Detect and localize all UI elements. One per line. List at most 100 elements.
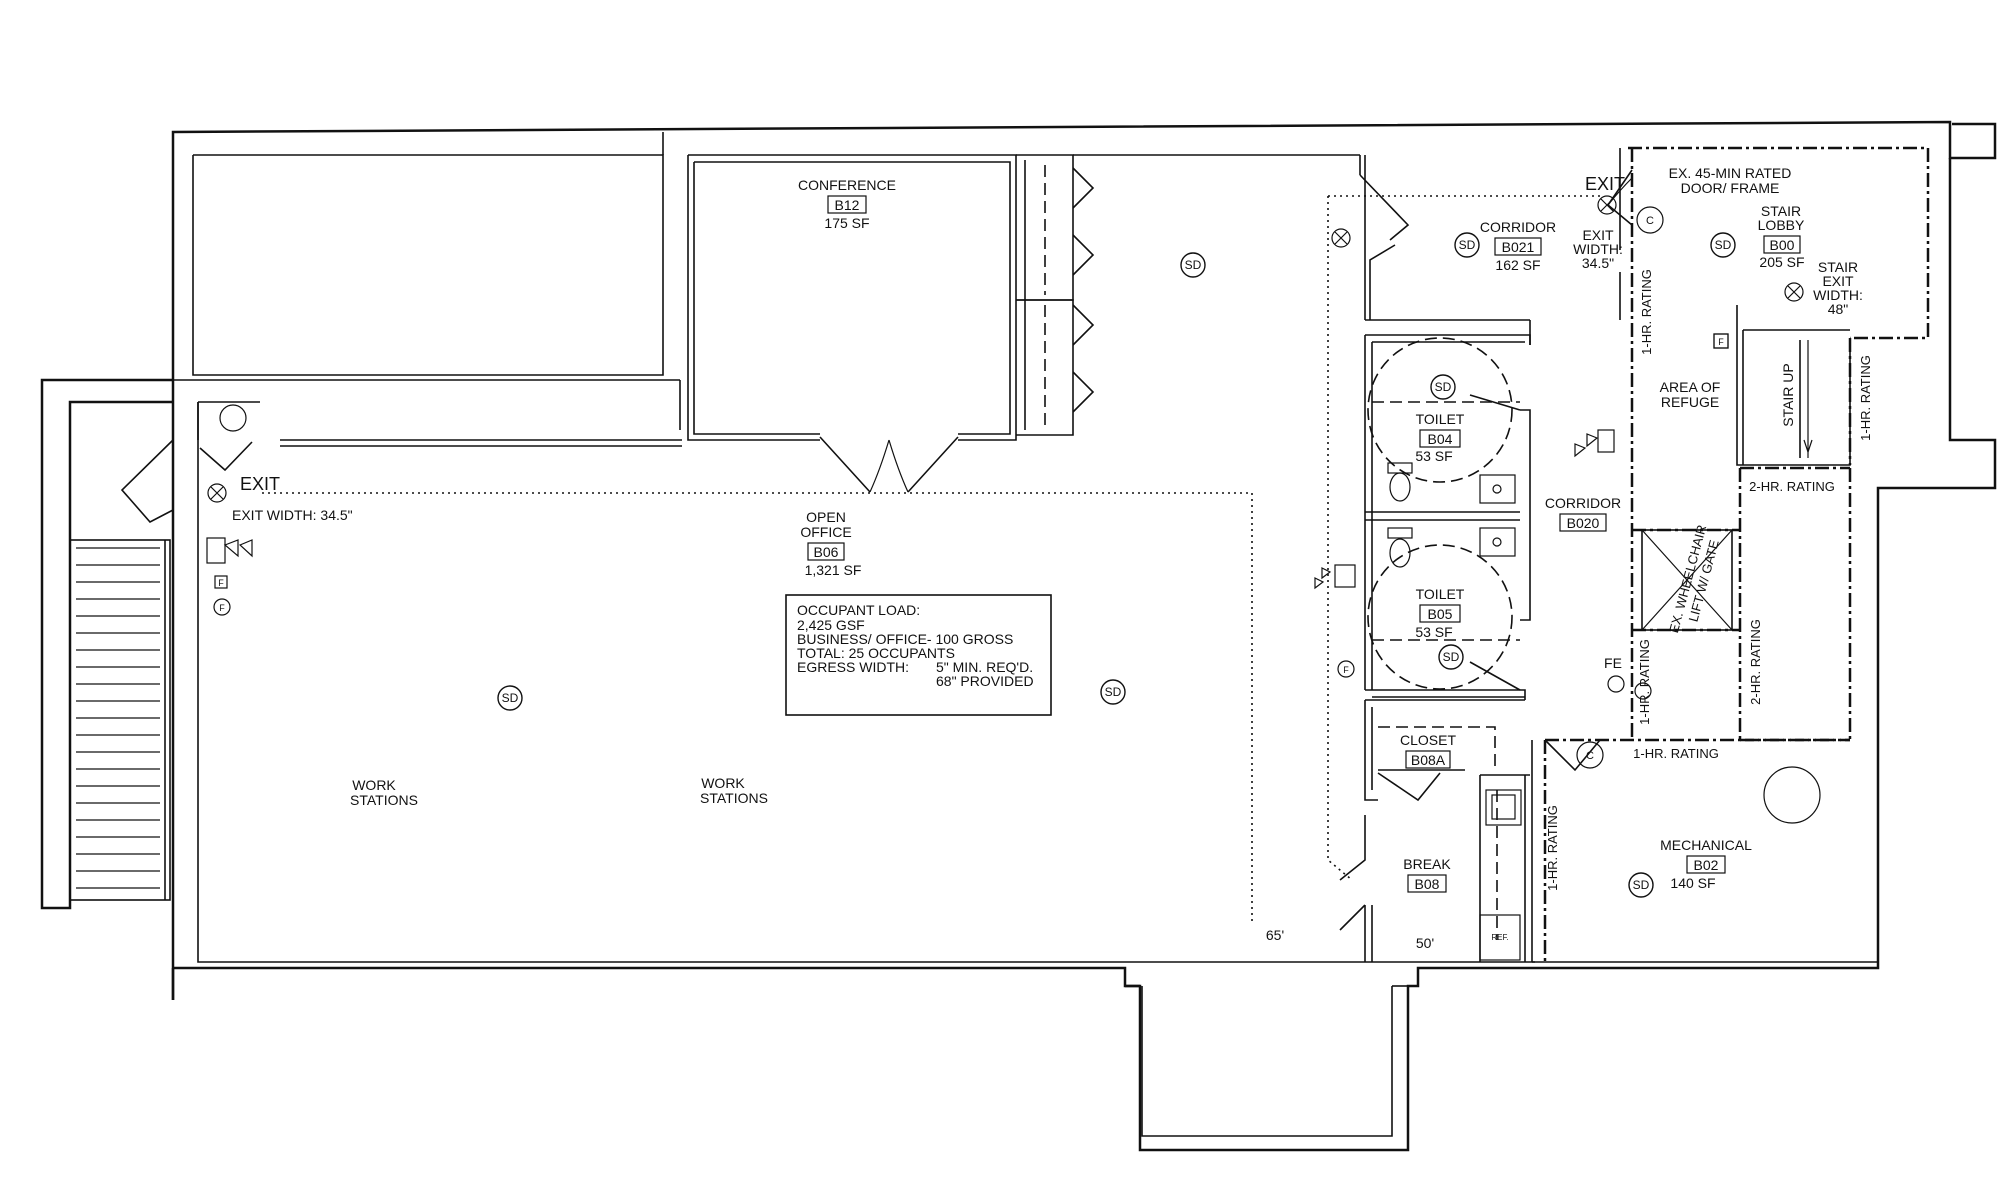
exit-sign-icon (1331, 228, 1351, 248)
open-office-name2: OFFICE (800, 524, 851, 540)
stair-lobby-name2: LOBBY (1758, 217, 1805, 233)
smoke-detector: SD (1180, 252, 1206, 278)
svg-text:SD: SD (1443, 650, 1460, 664)
occupant-load-box (785, 594, 1052, 716)
rating-1hr-stair: 1-HR. RATING (1858, 355, 1873, 441)
corridor-b021-tag (1494, 237, 1542, 256)
corridor-exit-sign: EXIT (1585, 174, 1625, 194)
storage-closets (1016, 154, 1360, 436)
conference-name: CONFERENCE (798, 177, 896, 193)
stair-lobby-name1: STAIR (1761, 203, 1801, 219)
toilet-b05-area: 53 SF (1415, 624, 1452, 640)
refuge-circle-icon (1634, 682, 1652, 700)
stair-lobby-tag (1763, 235, 1801, 254)
svg-text:F: F (219, 603, 225, 613)
corridor-b021-number: B021 (1502, 239, 1535, 255)
stair-up-label: STAIR UP (1780, 363, 1796, 427)
corridor-b021-area: 162 SF (1495, 257, 1540, 273)
smoke-detector: SD (497, 685, 523, 711)
work-stations-east-line1: WORK (701, 775, 745, 791)
fire-extinguisher-label: FE (1604, 655, 1622, 671)
closet-number: B08A (1411, 752, 1446, 768)
life-safety-symbols: F F F F C C (207, 195, 1804, 762)
mechanical-tag (1686, 855, 1726, 874)
break-name: BREAK (1403, 856, 1451, 872)
area-of-refuge-line2: REFUGE (1661, 394, 1719, 410)
corridor-b020-number: B020 (1567, 515, 1600, 531)
smoke-detectors: SD SD SD SD SD SD SD SD (497, 232, 1736, 898)
stair-lobby-number: B00 (1770, 237, 1795, 253)
fire-alarm-icon: F (214, 575, 228, 589)
stair-lobby-b00 (1606, 146, 1930, 740)
mechanical-b02 (1532, 675, 1878, 963)
svg-text:SD: SD (1633, 878, 1650, 892)
stair-exit-line3: WIDTH: (1813, 287, 1863, 303)
break-number: B08 (1415, 876, 1440, 892)
svg-text:SD: SD (502, 691, 519, 705)
corridor-b020-name: CORRIDOR (1545, 495, 1621, 511)
labels: CONFERENCE B12 175 SF CORRIDOR B021 162 … (232, 165, 1873, 951)
fire-alarm-icon: F (1337, 660, 1355, 678)
occupant-load-line6: 68" PROVIDED (936, 673, 1034, 689)
svg-text:F: F (218, 578, 224, 588)
svg-text:SD: SD (1435, 380, 1452, 394)
rating-2hr-top: 2-HR. RATING (1749, 479, 1835, 494)
toilet-b05-name: TOILET (1416, 586, 1465, 602)
svg-text:SD: SD (1105, 685, 1122, 699)
open-office-tag (807, 542, 845, 561)
svg-text:F: F (1343, 665, 1349, 675)
exit-sign-icon (1597, 195, 1617, 215)
stair-exit-line1: STAIR (1818, 259, 1858, 275)
exit-sign-icon (207, 483, 227, 503)
door-closer-icon: C (1586, 750, 1594, 762)
work-stations-west-line1: WORK (352, 777, 396, 793)
svg-text:F: F (1718, 337, 1724, 347)
stair-lobby-area: 205 SF (1759, 254, 1804, 270)
conference-tag (827, 195, 867, 214)
smoke-detector: SD (1430, 374, 1456, 400)
exit-sign-icon (1784, 282, 1804, 302)
corridor-exit-line2: WIDTH: (1573, 241, 1623, 257)
toilet-b05-number: B05 (1428, 606, 1453, 622)
open-office-area: 1,321 SF (805, 562, 862, 578)
rating-1hr-break: 1-HR. RATING (1545, 805, 1560, 891)
fire-alarm-icon: F (213, 598, 231, 616)
strobe-icon (1574, 429, 1615, 458)
exterior-walls (40, 120, 1997, 1152)
core-walls (262, 155, 1600, 925)
corridor-exit-line3: 34.5" (1582, 255, 1614, 271)
dim-50: 50' (1416, 935, 1434, 951)
svg-text:SD: SD (1459, 238, 1476, 252)
stair-exit-line4: 48" (1828, 301, 1849, 317)
smoke-detector: SD (1454, 232, 1480, 258)
occupant-load-line5a: EGRESS WIDTH: (797, 659, 909, 675)
occupant-load-line2: 2,425 GSF (797, 617, 865, 633)
conference-number: B12 (835, 197, 860, 213)
svg-text:C: C (1646, 215, 1654, 227)
rating-1hr-lift: 1-HR. RATING (1637, 639, 1652, 725)
smoke-detector: SD (1100, 679, 1126, 705)
toilet-b05-tag (1419, 604, 1461, 623)
west-stair (69, 404, 253, 901)
rating-2hr-lift: 2-HR. RATING (1748, 619, 1763, 705)
wheelchair-lift-area (1632, 466, 1852, 742)
work-stations-east-line2: STATIONS (700, 790, 768, 806)
door-rating-line2: DOOR/ FRAME (1681, 180, 1780, 196)
open-office-number: B06 (814, 544, 839, 560)
west-exit-sign: EXIT (240, 474, 280, 494)
corridor-b021-name: CORRIDOR (1480, 219, 1556, 235)
rating-1hr-mech: 1-HR. RATING (1633, 746, 1719, 761)
open-office-name1: OPEN (806, 509, 846, 525)
work-stations-west-line2: STATIONS (350, 792, 418, 808)
smoke-detector: SD (1628, 872, 1654, 898)
corridor-exit-line1: EXIT (1582, 227, 1614, 243)
closet-and-break (1339, 699, 1535, 963)
break-tag (1407, 874, 1447, 893)
strobe-icon (1314, 564, 1356, 590)
toilet-b04-tag (1419, 429, 1461, 448)
west-exit-width: EXIT WIDTH: 34.5" (232, 507, 353, 523)
toilet-b04-name: TOILET (1416, 411, 1465, 427)
smoke-detector: SD (1438, 644, 1464, 670)
dim-65: 65' (1266, 927, 1284, 943)
rating-1hr-lobby: 1-HR. RATING (1639, 269, 1654, 355)
